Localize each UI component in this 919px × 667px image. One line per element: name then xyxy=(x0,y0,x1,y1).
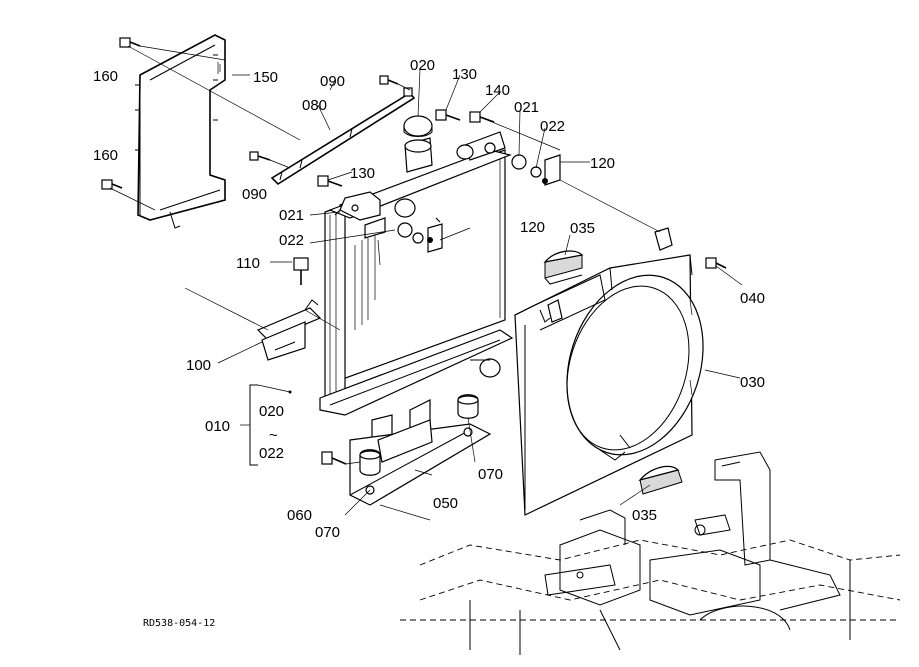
label-range-to: 022 xyxy=(259,445,284,462)
bolt-090-left xyxy=(249,151,271,161)
label-range-tilde: ~ xyxy=(269,427,278,444)
label-070-right: 070 xyxy=(478,466,503,483)
label-060: 060 xyxy=(287,507,312,524)
label-110: 110 xyxy=(236,255,260,272)
label-150: 150 xyxy=(253,69,278,86)
label-022-left: 022 xyxy=(279,232,304,249)
bolt-160-bottom xyxy=(101,179,123,190)
bracket-100 xyxy=(256,299,322,361)
side-bracket xyxy=(135,34,226,229)
label-035-bottom: 035 xyxy=(632,507,657,524)
label-020: 020 xyxy=(410,57,435,74)
label-090-left: 090 xyxy=(242,186,267,203)
hose-ring xyxy=(456,144,474,160)
label-022-right: 022 xyxy=(540,118,565,135)
label-160-bottom: 160 xyxy=(93,147,118,164)
bolt-130-top xyxy=(435,109,461,121)
bolt-040 xyxy=(705,257,727,269)
bolt-060 xyxy=(321,451,347,465)
label-035-top: 035 xyxy=(570,220,595,237)
stay-080 xyxy=(270,87,416,186)
bolt-160-top xyxy=(119,37,141,48)
cushion-035-bottom xyxy=(638,465,683,495)
label-090-top: 090 xyxy=(320,73,345,90)
bracket-120-right xyxy=(542,154,561,186)
label-130-left: 130 xyxy=(350,165,375,182)
leader-lines xyxy=(109,45,743,521)
label-080: 080 xyxy=(302,97,327,114)
bolt-110 xyxy=(293,257,309,285)
label-range-from: 020 xyxy=(259,403,284,420)
cushion-021-right xyxy=(511,154,542,178)
bolt-130-left xyxy=(317,175,343,187)
label-130-top: 130 xyxy=(452,66,477,83)
label-010: 010 xyxy=(205,418,230,435)
fan-shroud-030 xyxy=(514,227,704,516)
label-030: 030 xyxy=(740,374,765,391)
label-120-right: 120 xyxy=(590,155,615,172)
radiator-cap-020 xyxy=(403,115,433,137)
bracket-120-left xyxy=(427,217,443,253)
radiator xyxy=(319,131,514,444)
label-120-left: 120 xyxy=(520,219,545,236)
label-050: 050 xyxy=(433,495,458,512)
label-070-left: 070 xyxy=(315,524,340,541)
label-040: 040 xyxy=(740,290,765,307)
cushion-021-left xyxy=(397,222,424,244)
label-021-left: 021 xyxy=(279,207,304,224)
label-160-top: 160 xyxy=(93,68,118,85)
chassis-frame xyxy=(400,451,901,655)
base-plate-050 xyxy=(349,419,492,506)
bolt-140 xyxy=(469,111,495,123)
cushion-035-top xyxy=(543,250,584,285)
part-labels: 160 150 090 020 130 140 080 021 022 160 … xyxy=(93,57,765,629)
mount-070-right xyxy=(457,394,479,419)
mount-070-left xyxy=(359,449,381,476)
bolt-090-top xyxy=(379,75,399,85)
label-100: 100 xyxy=(186,357,211,374)
label-021-right: 021 xyxy=(514,99,539,116)
label-140: 140 xyxy=(485,82,510,99)
drawing-reference: RD538-054-12 xyxy=(143,618,215,629)
